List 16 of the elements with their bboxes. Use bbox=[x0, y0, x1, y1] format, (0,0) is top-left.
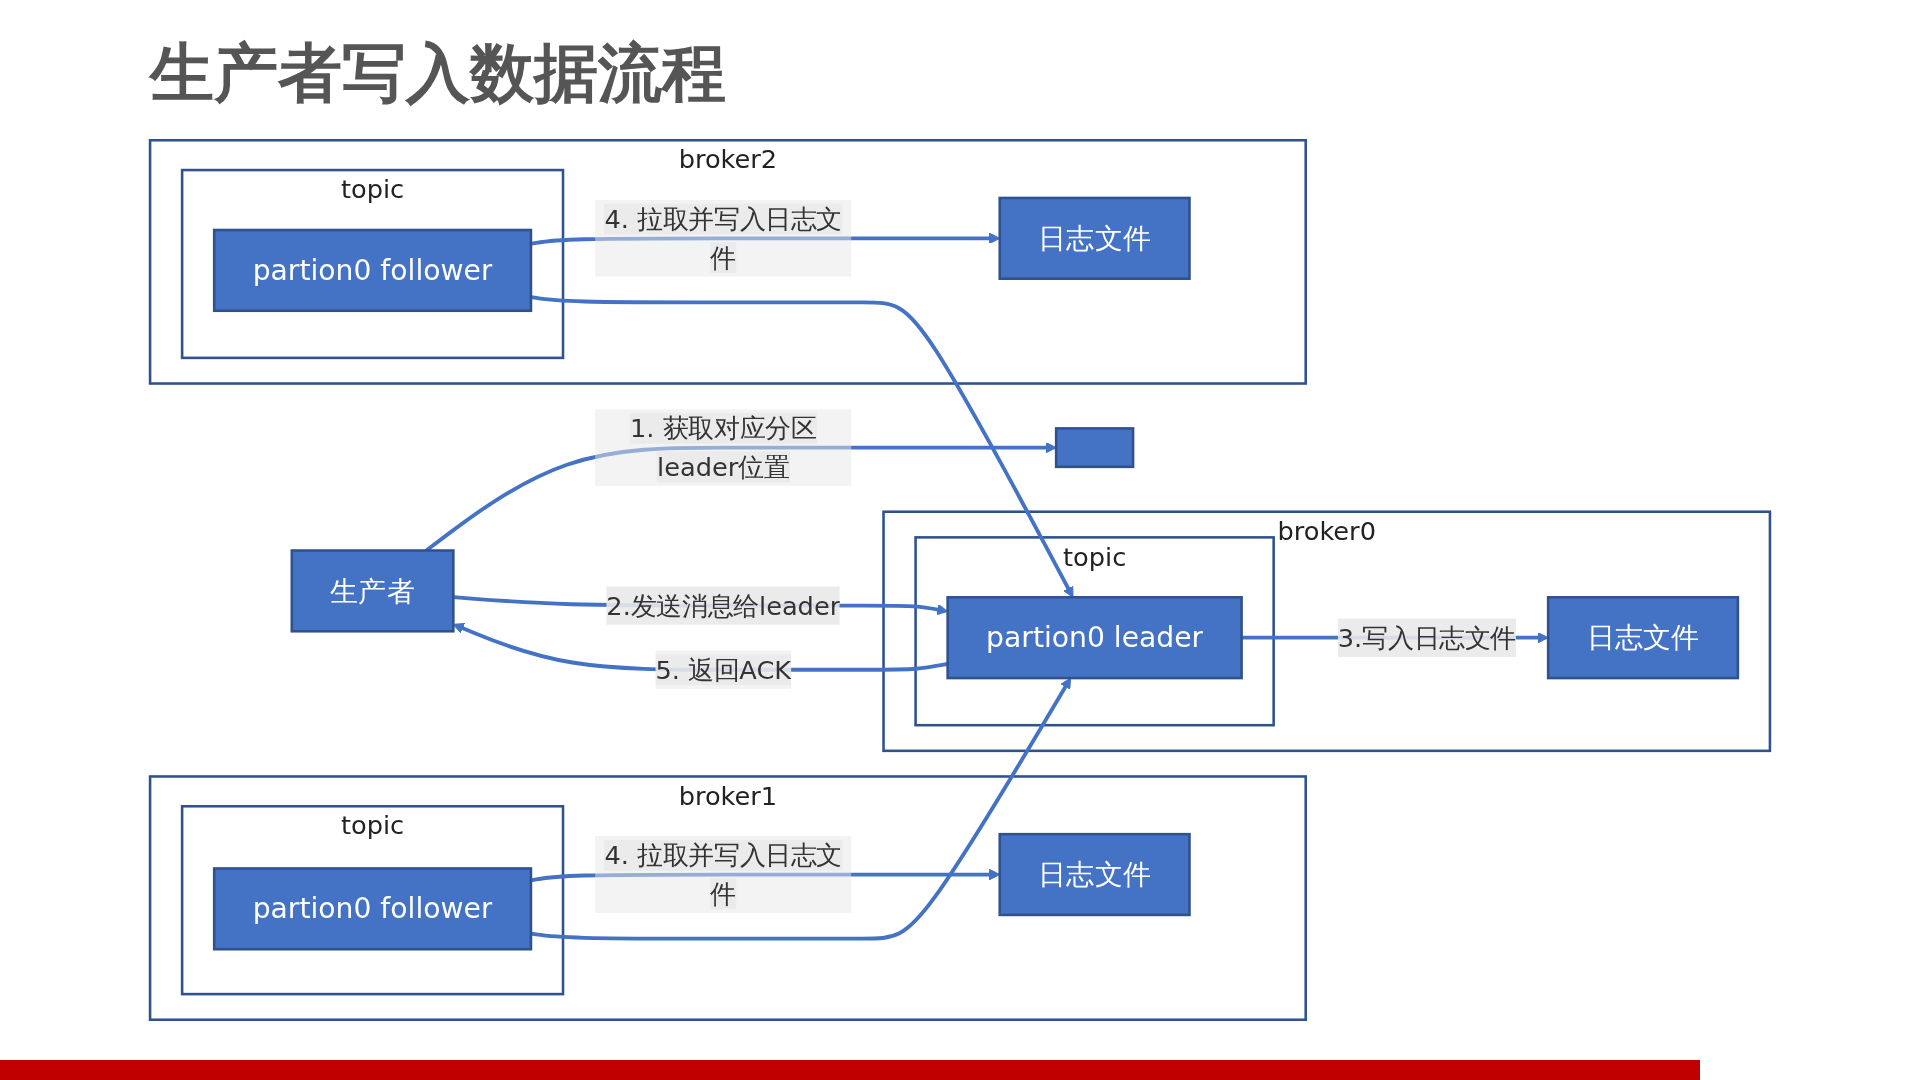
node-box: partion0 follower bbox=[212, 867, 533, 951]
edge-label: 5. 返回ACK bbox=[655, 654, 792, 686]
node-box: 生产者 bbox=[290, 549, 455, 633]
edge-label: 4. 拉取并写入日志文件 bbox=[604, 203, 843, 273]
title: 生产者写入数据流程 bbox=[150, 35, 726, 112]
node-box: partion0 leader bbox=[946, 596, 1243, 680]
arrow bbox=[530, 295, 1074, 598]
node-box: 日志文件 bbox=[998, 832, 1191, 917]
edge-label: 3.写入日志文件 bbox=[1337, 622, 1517, 654]
edge-label: 4. 拉取并写入日志文件 bbox=[604, 839, 843, 910]
node-box: 日志文件 bbox=[1546, 596, 1740, 680]
node-box: 日志文件 bbox=[998, 196, 1191, 280]
node-box bbox=[1054, 427, 1135, 469]
node-box: partion0 follower bbox=[212, 228, 533, 313]
edge-label: 1. 获取对应分区leader位置 bbox=[630, 413, 817, 483]
edge-label: 2.发送消息给leader bbox=[606, 590, 841, 622]
